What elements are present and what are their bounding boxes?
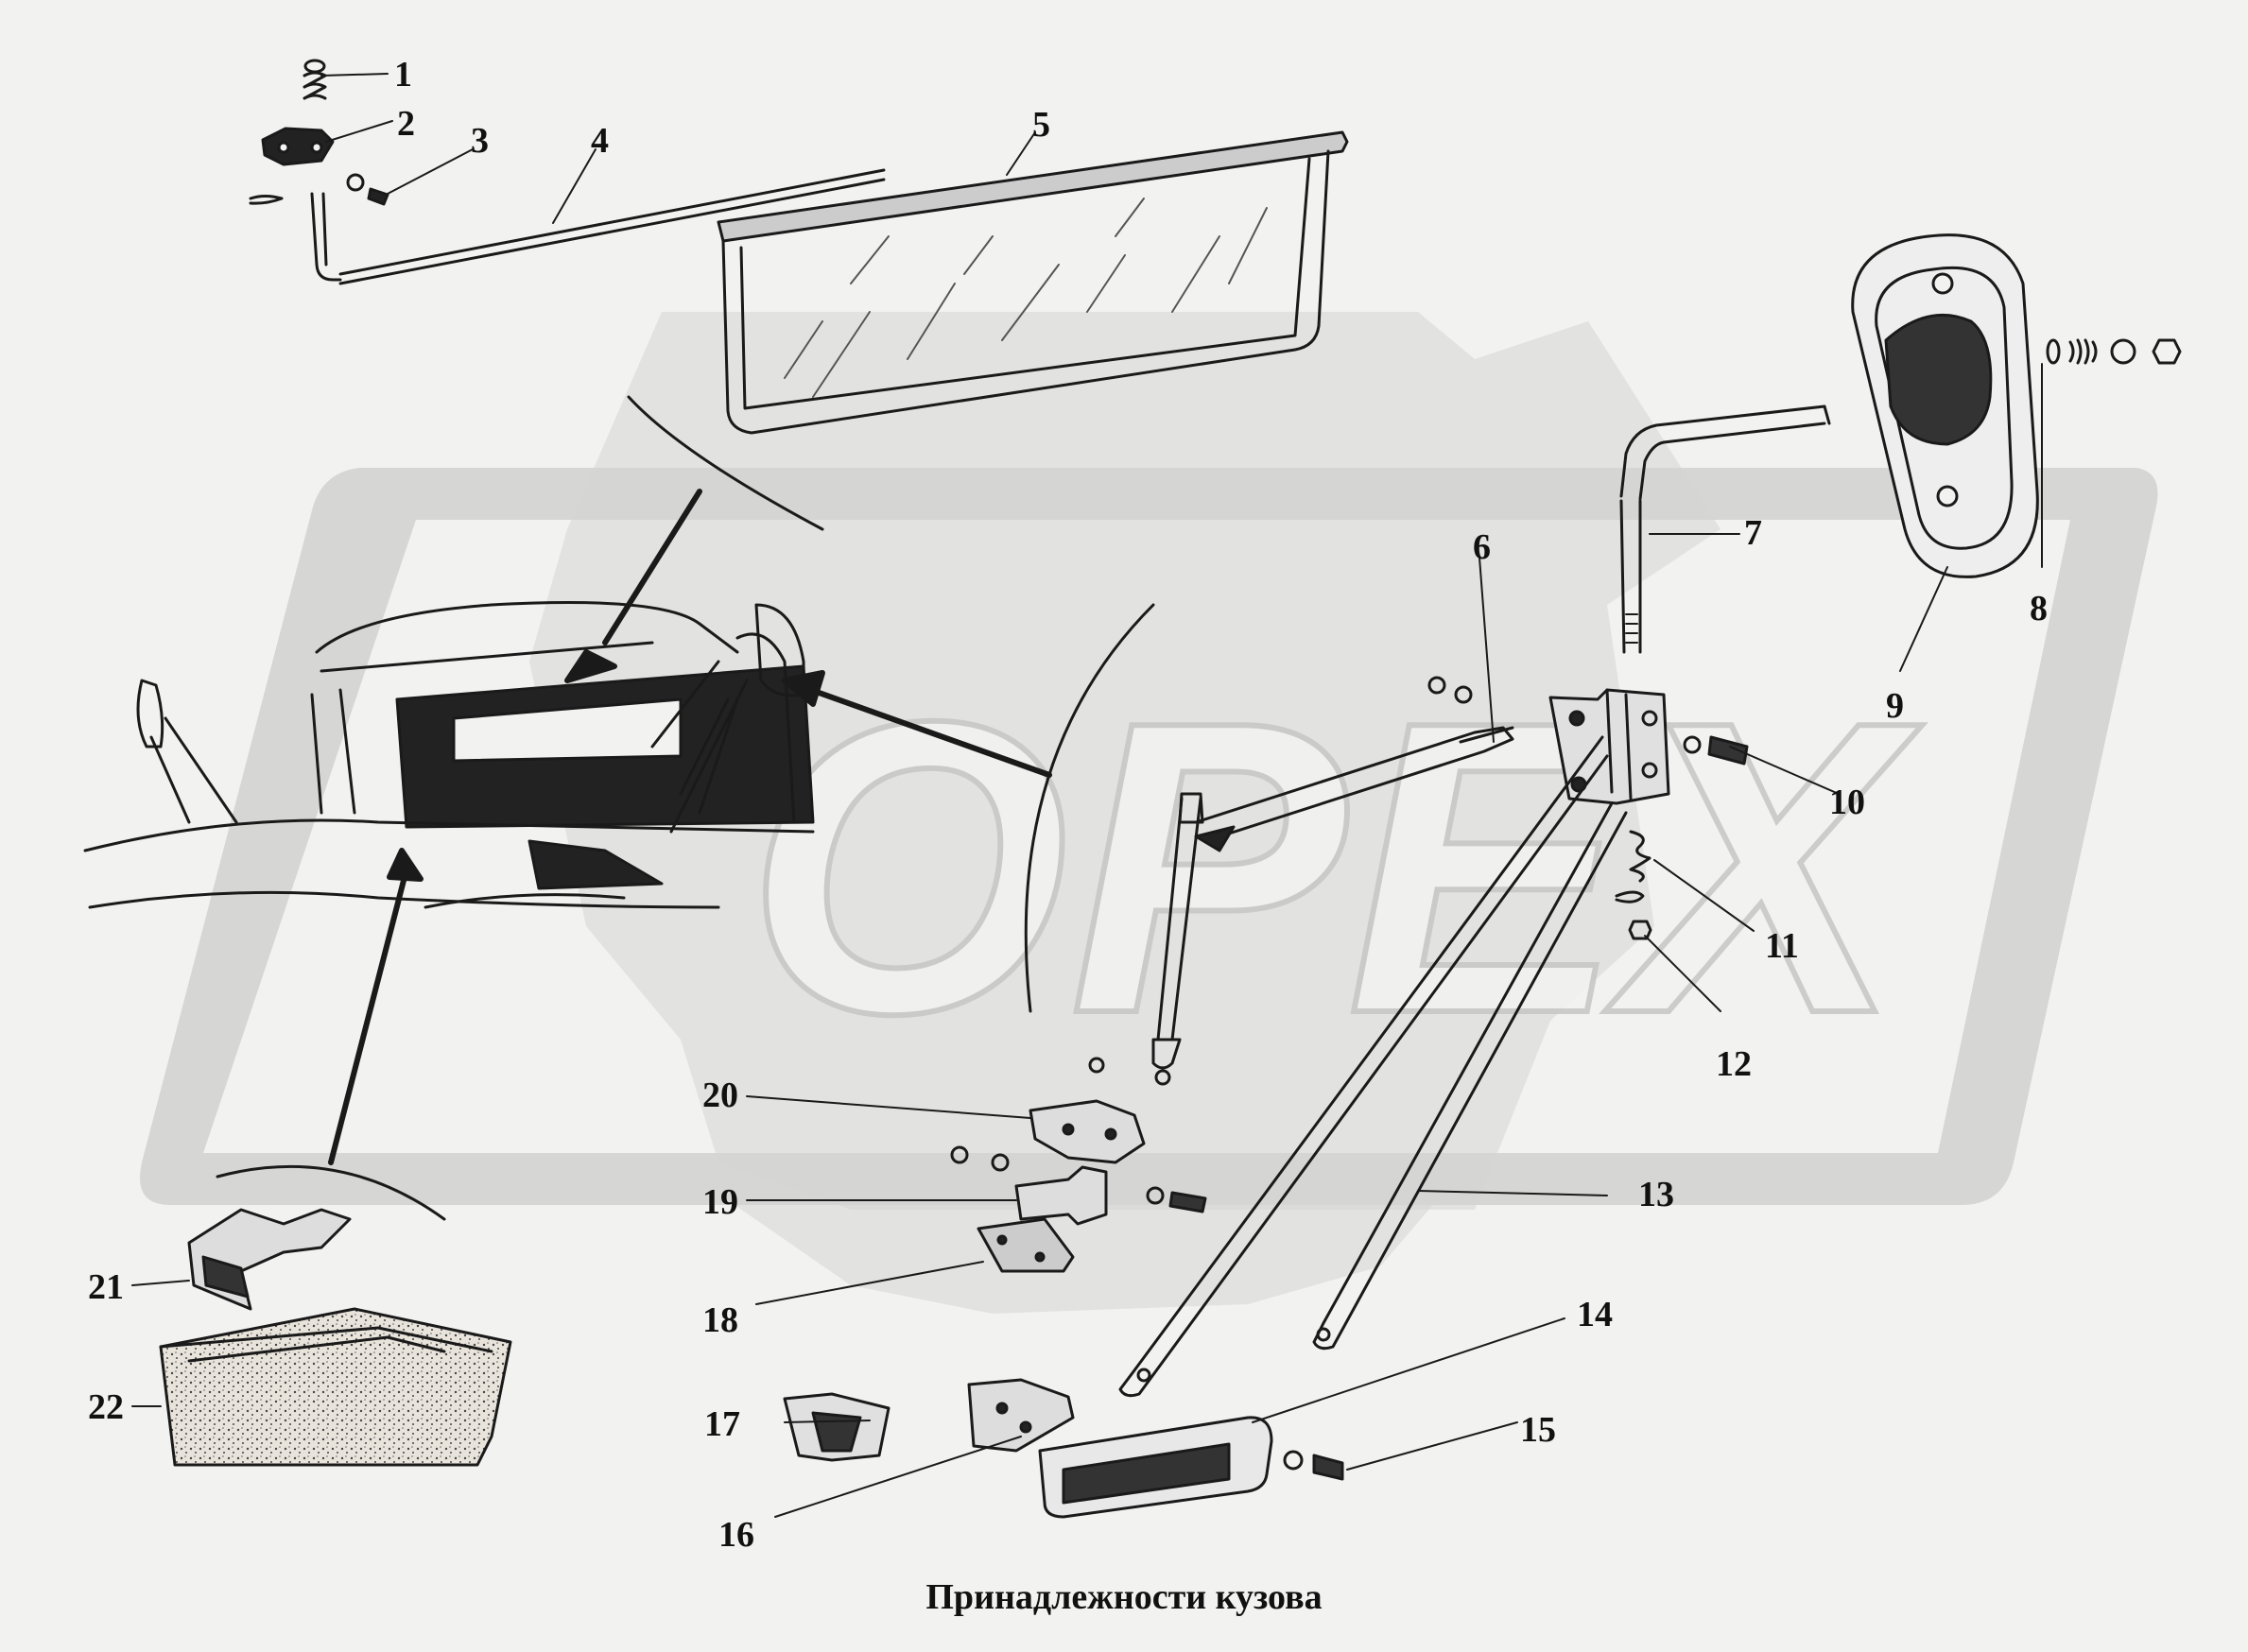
part-14-handle (1038, 1416, 1273, 1519)
part-18-plate (977, 1217, 1075, 1273)
leader-lines (131, 73, 2043, 1518)
watermark-logo: ОРЕХ (140, 312, 2158, 1314)
part-4-rod (310, 168, 886, 285)
label-part-6: 6 (1473, 527, 1491, 567)
label-part-17: 17 (704, 1404, 740, 1444)
cotter-pin (249, 195, 284, 205)
label-part-8: 8 (2030, 589, 2048, 628)
part-21-clip (187, 1208, 352, 1311)
callout-arcs (216, 395, 1155, 1221)
label-part-20: 20 (702, 1076, 738, 1115)
arrows (328, 489, 1052, 1165)
part-16-bracket (967, 1378, 1075, 1453)
part-10-bolt-washer (1683, 735, 1749, 766)
part-1-spring-nut (303, 59, 327, 100)
label-part-10: 10 (1829, 783, 1865, 822)
label-part-4: 4 (591, 121, 609, 161)
nuts-upper (1427, 676, 1473, 704)
part-6-arm (1088, 726, 1514, 1086)
label-part-22: 22 (88, 1387, 124, 1427)
label-part-12: 12 (1716, 1044, 1752, 1084)
part-9-mirror (1851, 233, 2039, 578)
label-part-3: 3 (471, 121, 489, 161)
part-17-bracket (783, 1392, 891, 1462)
svg-text:ОРЕХ: ОРЕХ (746, 636, 1923, 1100)
part-5-sun-visor (717, 130, 1349, 435)
label-part-11: 11 (1765, 926, 1799, 966)
label-part-5: 5 (1032, 105, 1050, 145)
label-part-15: 15 (1520, 1410, 1556, 1450)
part-8-washers-nut (2046, 338, 2182, 365)
part-13-stays (1118, 735, 1628, 1398)
part-22-ashtray (159, 1307, 512, 1467)
part-bracket-main (1548, 688, 1670, 805)
part-11-spring (1629, 830, 1651, 883)
part-20-bracket (1029, 1099, 1146, 1164)
label-part-7: 7 (1744, 513, 1762, 553)
label-part-16: 16 (718, 1515, 754, 1555)
part-2-bracket (261, 127, 335, 166)
label-part-14: 14 (1577, 1295, 1613, 1334)
label-part-2: 2 (397, 104, 415, 144)
label-part-1: 1 (394, 55, 412, 95)
cab-sketch (83, 601, 815, 909)
part-19-bracket (1014, 1165, 1108, 1226)
part-15-bolt (1283, 1450, 1344, 1481)
part-7-mirror-arm (1619, 404, 1831, 654)
label-part-18: 18 (702, 1300, 738, 1340)
label-part-19: 19 (702, 1182, 738, 1222)
nuts-lower (950, 1145, 1207, 1213)
part-3-bolt (346, 173, 389, 206)
diagram-caption: Принадлежности кузова (925, 1577, 1323, 1617)
label-part-13: 13 (1638, 1175, 1674, 1214)
label-part-9: 9 (1886, 686, 1904, 726)
label-part-21: 21 (88, 1267, 124, 1307)
